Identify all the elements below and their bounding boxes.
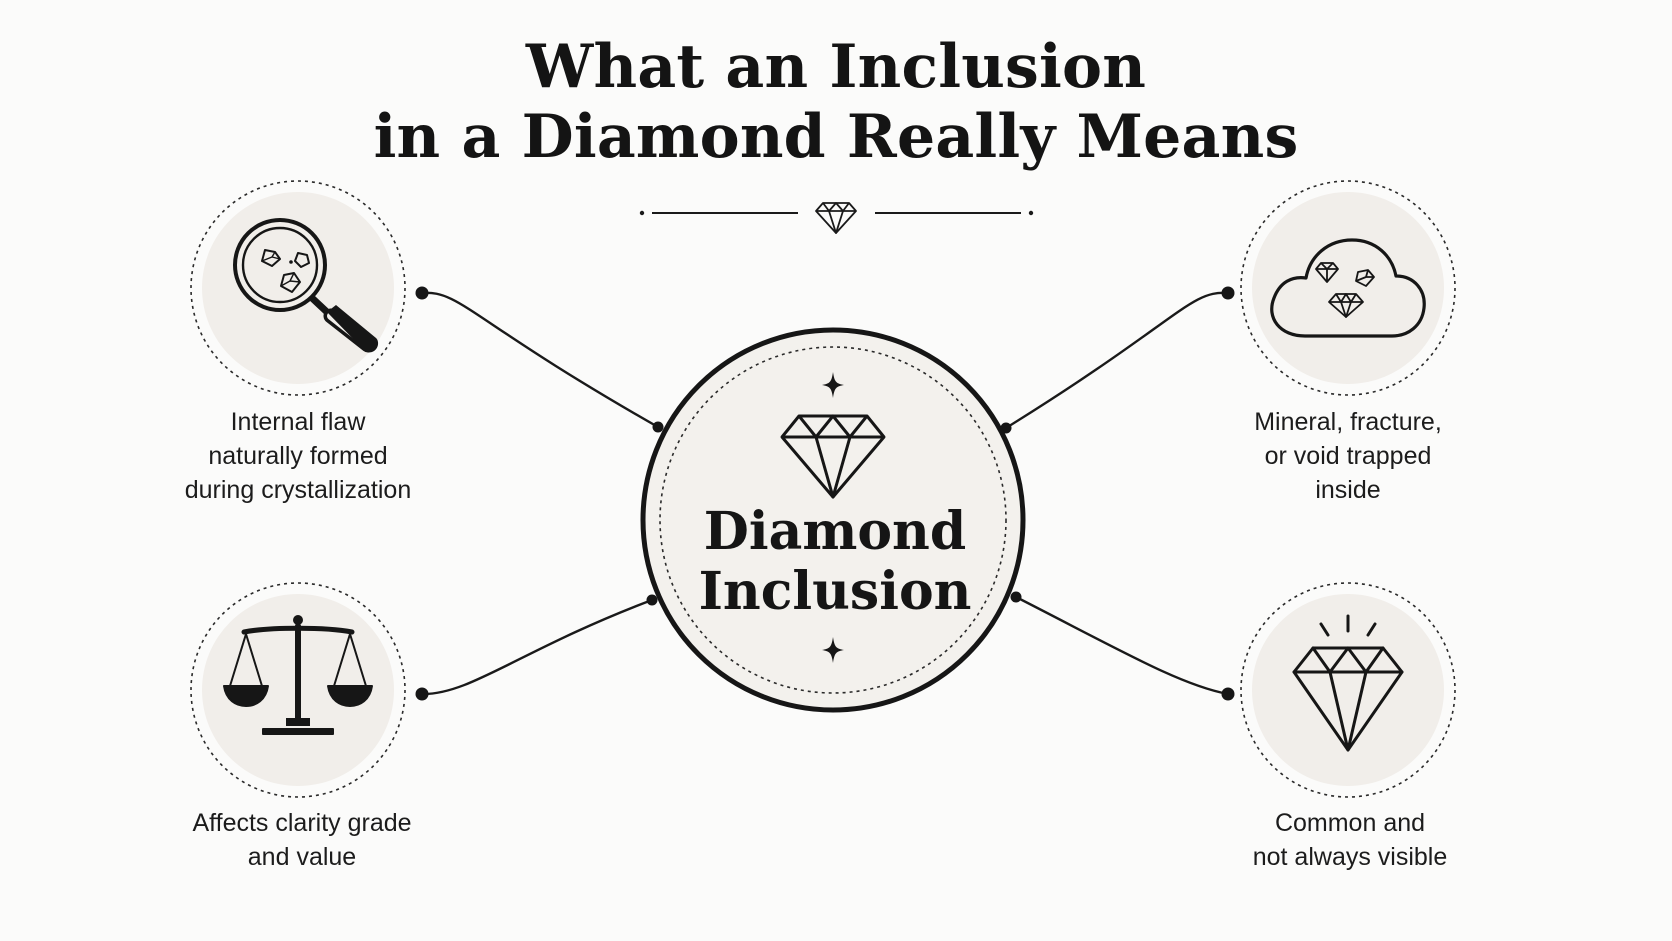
node-bottom-right [1240,582,1456,798]
caption-top-left: Internal flaw naturally formed during cr… [128,405,468,507]
magnifier-handle [327,305,379,353]
divider-diamond-icon [815,202,857,234]
caption-line: Common and [1274,809,1426,837]
center-diamond-icon [780,414,886,499]
cloud-gems-icon [1315,262,1375,318]
caption-line: inside [1315,476,1381,504]
center-label: Diamond Inclusion [640,502,1030,622]
caption-top-right: Mineral, fracture, or void trapped insid… [1178,405,1518,507]
node-top-left [190,180,406,396]
diamond-sparkle-icon [1292,614,1404,752]
center-label-line-2: Inclusion [698,561,972,622]
caption-line: during crystallization [184,476,412,504]
connectors [421,291,1229,696]
caption-line: Internal flaw [230,408,366,436]
caption-bottom-left: Affects clarity grade and value [132,806,472,874]
title-line-2: in a Diamond Really Means [373,102,1299,172]
caption-line: Mineral, fracture, [1254,408,1442,436]
caption-line: and value [247,843,357,871]
connector-top-right [1005,291,1229,430]
connector-bottom-left [421,598,653,696]
center-label-line-1: Diamond [703,501,967,562]
title-line-1: What an Inclusion [525,32,1147,102]
scales-icon [223,615,373,735]
connector-bottom-right [1015,595,1229,696]
caption-bottom-right: Common and not always visible [1180,806,1520,874]
connector-top-left [421,291,659,429]
node-top-right [1240,180,1456,396]
caption-line: not always visible [1252,843,1448,871]
center-circle [640,327,1026,713]
caption-line: naturally formed [208,442,388,470]
cloud-icon [1270,238,1426,338]
caption-line: Affects clarity grade [192,809,412,837]
sparkle-top-icon [822,372,844,398]
page-title: What an Inclusion in a Diamond Really Me… [0,32,1672,172]
sparkle-bottom-icon [822,637,844,663]
caption-line: or void trapped [1264,442,1432,470]
title-divider [639,210,1034,216]
